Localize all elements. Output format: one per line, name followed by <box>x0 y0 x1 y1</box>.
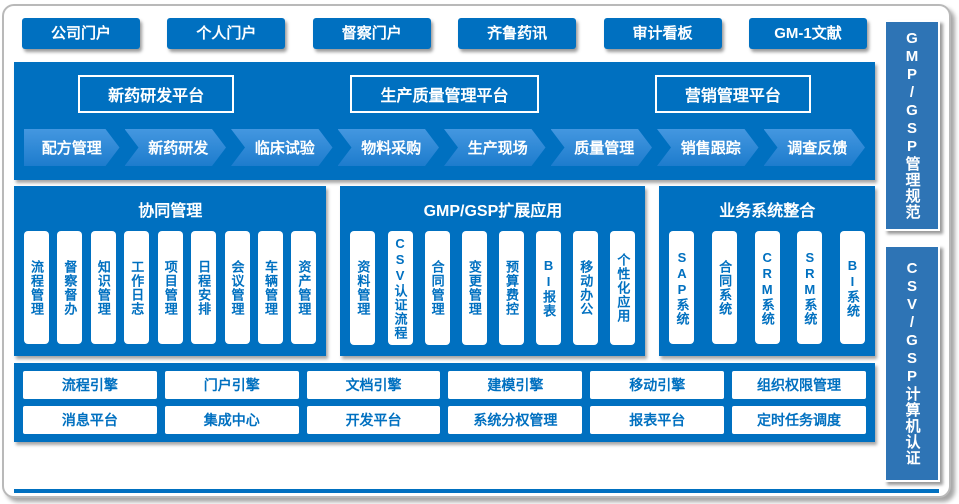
platform-title: 生产质量管理平台 <box>350 75 539 113</box>
foundation-item: 组织权限管理 <box>732 371 866 399</box>
process-step: 临床试验 <box>231 129 333 166</box>
foundation-layer: 流程引擎门户引擎文档引擎建模引擎移动引擎组织权限管理 消息平台集成中心开发平台系… <box>14 363 875 442</box>
portal-button[interactable]: 个人门户 <box>167 18 286 49</box>
foundation-item: 集成中心 <box>164 406 299 434</box>
process-step: 生产现场 <box>444 129 546 166</box>
panel-items: SAP系统合同系统 CRM系统 SRM系统 BI系统 <box>669 231 865 344</box>
foundation-item: 移动引擎 <box>590 371 725 399</box>
portal-button[interactable]: 审计看板 <box>603 18 722 49</box>
panel-row: 协同管理 流程管理督察督办知识管理工作日志项目管理日程安排会议管理车辆管理资产管… <box>14 186 875 356</box>
panel-collaboration: 协同管理 流程管理督察督办知识管理工作日志项目管理日程安排会议管理车辆管理资产管… <box>14 186 327 356</box>
panel-item: 督察督办 <box>57 231 83 344</box>
panel-gmp-gsp-extension: GMP/GSP扩展应用 资料管理 CSV认证流程合同管理变更管理预算费控 BI报表移… <box>340 186 646 356</box>
foundation-row-2: 消息平台集成中心开发平台系统分权管理报表平台定时任务调度 <box>23 406 866 434</box>
panel-item: 资料管理 <box>350 231 376 345</box>
foundation-item: 开发平台 <box>306 406 441 434</box>
panel-item: 知识管理 <box>90 231 116 344</box>
panel-item: 流程管理 <box>24 231 49 344</box>
main-area: 公司门户 个人门户 督察门户 齐鲁药讯 审计看板 GM-1文献 <box>14 18 875 442</box>
panel-item: 工作日志 <box>124 231 150 344</box>
foundation-item: 消息平台 <box>23 406 157 434</box>
portal-button[interactable]: 齐鲁药讯 <box>458 18 577 49</box>
process-step: 质量管理 <box>551 129 653 166</box>
foundation-item: 报表平台 <box>590 406 725 434</box>
panel-item: SAP系统 <box>669 231 695 344</box>
platform-title: 新药研发平台 <box>78 75 235 113</box>
panel-item: 车辆管理 <box>257 231 283 344</box>
foundation-item: 系统分权管理 <box>448 406 583 434</box>
platform-title-row: 新药研发平台 生产质量管理平台 营销管理平台 <box>20 75 869 113</box>
process-step: 调查反馈 <box>764 129 866 166</box>
process-step: 新药研发 <box>125 129 227 166</box>
process-step: 物料采购 <box>338 129 440 166</box>
panel-business-integration: 业务系统整合 SAP系统合同系统 CRM系统 SRM系统 BI系统 <box>659 186 875 356</box>
portal-column: 审计看板 <box>603 18 722 58</box>
panel-item: 会议管理 <box>224 231 250 344</box>
sidebar-label-csv-gsp: CSV/GSP计算机认证 <box>884 244 940 482</box>
portal-column: 督察门户 <box>312 18 431 58</box>
foundation-row-1: 流程引擎门户引擎文档引擎建模引擎移动引擎组织权限管理 <box>23 371 866 399</box>
panel-item: BI报表 <box>536 231 562 345</box>
panel-item: 预算费控 <box>498 231 524 345</box>
right-sidebar: GMP/GSP管理规范 CSV/GSP计算机认证 <box>884 20 940 482</box>
portal-row: 公司门户 个人门户 督察门户 齐鲁药讯 审计看板 GM-1文献 <box>14 18 875 58</box>
panel-title: GMP/GSP扩展应用 <box>423 203 563 220</box>
panel-item: 合同系统 <box>712 231 738 344</box>
panel-title: 协同管理 <box>138 203 203 220</box>
panel-items: 资料管理 CSV认证流程合同管理变更管理预算费控 BI报表移动办公个性化应用 <box>350 231 636 345</box>
panel-title: 业务系统整合 <box>719 203 816 220</box>
panel-item: 变更管理 <box>461 231 487 345</box>
panel-item: CRM系统 <box>754 231 780 344</box>
process-step: 销售跟踪 <box>657 129 759 166</box>
portal-column: 齐鲁药讯 <box>458 18 577 58</box>
arrow-row-upper <box>14 180 875 185</box>
platform-band: 新药研发平台 生产质量管理平台 营销管理平台 配方管理新药研发临床试验物料采购生产现… <box>14 62 875 180</box>
portal-button[interactable]: GM-1文献 <box>748 18 867 49</box>
panel-item: 日程安排 <box>191 231 217 344</box>
bottom-accent-strip <box>14 489 939 493</box>
panel-item: 合同管理 <box>424 231 450 345</box>
architecture-diagram: 公司门户 个人门户 督察门户 齐鲁药讯 审计看板 GM-1文献 <box>2 4 951 498</box>
process-step-row: 配方管理新药研发临床试验物料采购生产现场质量管理销售跟踪调查反馈 <box>20 129 869 166</box>
portal-button[interactable]: 督察门户 <box>312 18 431 49</box>
sidebar-label-gmp-gsp: GMP/GSP管理规范 <box>884 20 940 231</box>
foundation-item: 建模引擎 <box>448 371 583 399</box>
foundation-item: 定时任务调度 <box>732 406 866 434</box>
platform-title: 营销管理平台 <box>654 75 811 113</box>
panel-item: 资产管理 <box>291 231 317 344</box>
portal-button[interactable]: 公司门户 <box>22 18 140 49</box>
panel-item: BI系统 <box>839 231 865 344</box>
arrow-row-lower <box>14 356 875 361</box>
foundation-item: 流程引擎 <box>23 371 157 399</box>
foundation-item: 门户引擎 <box>164 371 299 399</box>
panel-item: 移动办公 <box>573 231 599 345</box>
panel-item: CSV认证流程 <box>387 231 413 345</box>
portal-column: 公司门户 <box>22 18 140 58</box>
panel-item: SRM系统 <box>797 231 823 344</box>
panel-item: 项目管理 <box>157 231 183 344</box>
process-step: 配方管理 <box>24 129 120 166</box>
portal-column: 个人门户 <box>167 18 286 58</box>
panel-item: 个性化应用 <box>610 231 636 345</box>
foundation-item: 文档引擎 <box>306 371 441 399</box>
portal-column: GM-1文献 <box>748 18 867 58</box>
panel-items: 流程管理督察督办知识管理工作日志项目管理日程安排会议管理车辆管理资产管理 <box>24 231 317 344</box>
